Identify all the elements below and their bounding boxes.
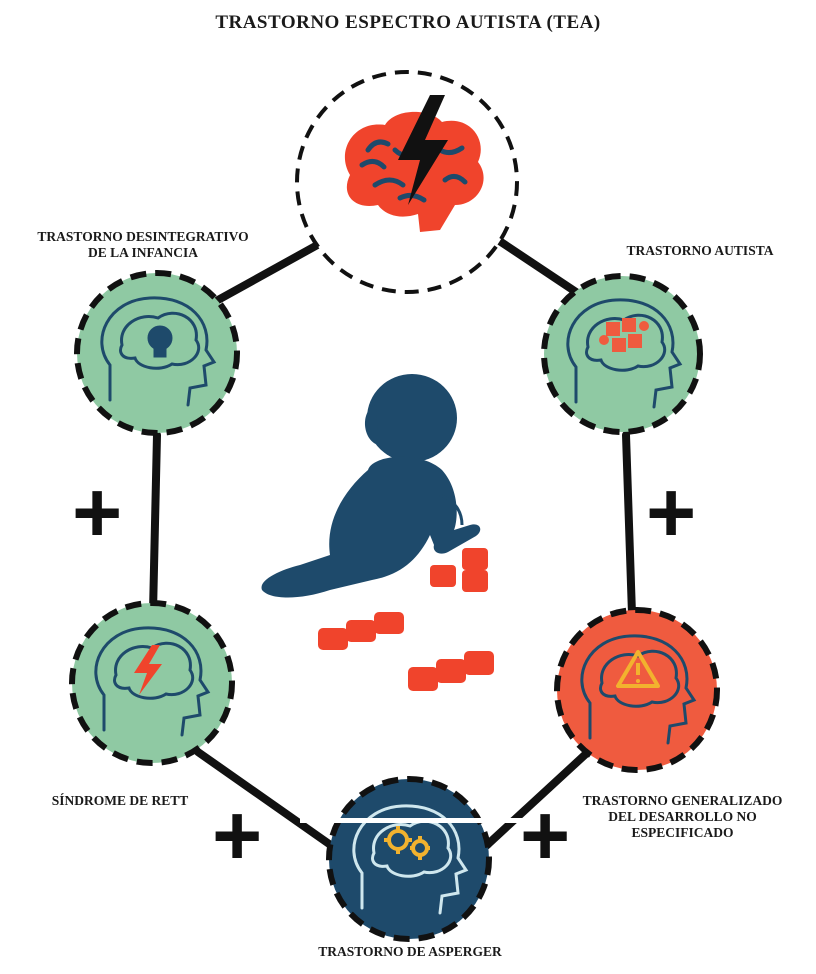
label-desintegrativo: TRASTORNO DESINTEGRATIVO DE LA INFANCIA	[8, 229, 278, 261]
node-tgd	[557, 610, 717, 770]
node-desintegrativo	[77, 273, 237, 433]
page-title: TRASTORNO ESPECTRO AUTISTA (TEA)	[0, 12, 816, 34]
connector-left	[153, 435, 157, 612]
divider-strip	[300, 818, 540, 823]
plus-sign-right: +	[646, 470, 696, 556]
child-playing-blocks	[262, 374, 494, 691]
label-asperger: TRASTORNO DE ASPERGER	[270, 944, 550, 960]
plus-sign-bottom-right: +	[520, 793, 570, 879]
node-autista	[544, 276, 700, 432]
child-silhouette	[262, 374, 481, 598]
node-rett	[72, 603, 232, 763]
connector-top-right	[498, 240, 582, 296]
label-rett: SÍNDROME DE RETT	[20, 793, 220, 809]
node-asperger	[329, 779, 489, 939]
plus-sign-bottom-left: +	[212, 793, 262, 879]
center-node	[297, 72, 517, 292]
label-tgd: TRASTORNO GENERALIZADO DEL DESARROLLO NO…	[555, 793, 810, 841]
label-autista: TRASTORNO AUTISTA	[600, 243, 800, 259]
connector-right	[626, 435, 632, 614]
plus-sign-left: +	[72, 470, 122, 556]
